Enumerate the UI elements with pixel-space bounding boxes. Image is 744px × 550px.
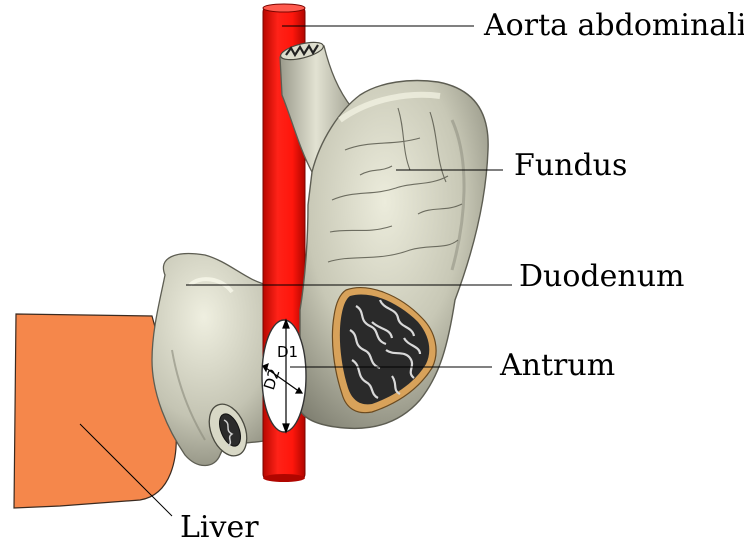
label-aorta-abdominalis: Aorta abdominalis bbox=[484, 11, 744, 41]
liver-shape bbox=[14, 314, 176, 508]
label-fundus: Fundus bbox=[514, 151, 627, 181]
diameter-d1-label: D1 bbox=[277, 343, 298, 361]
label-duodenum: Duodenum bbox=[519, 262, 684, 292]
label-antrum: Antrum bbox=[500, 351, 615, 381]
label-liver: Liver bbox=[180, 513, 259, 543]
